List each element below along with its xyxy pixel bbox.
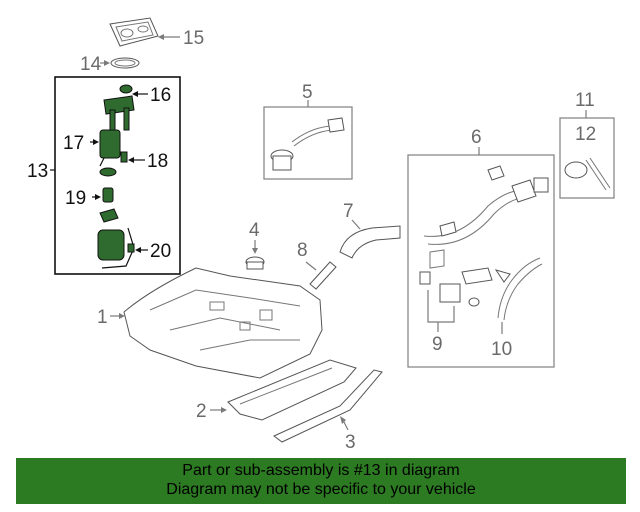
part-18-bolt[interactable]	[120, 151, 128, 163]
callout-18[interactable]: 18	[147, 151, 168, 172]
callout-5[interactable]: 5	[302, 82, 313, 103]
callout-19[interactable]: 19	[65, 188, 86, 209]
callout-16[interactable]: 16	[150, 85, 171, 106]
box-11[interactable]	[559, 117, 615, 199]
callout-15[interactable]: 15	[183, 28, 204, 49]
banner-line-1: Part or sub-assembly is #13 in diagram	[182, 462, 460, 479]
callout-4[interactable]: 4	[249, 220, 260, 241]
callout-12[interactable]: 12	[575, 124, 596, 145]
callout-8[interactable]: 8	[297, 240, 308, 261]
part-20-sender[interactable]	[127, 243, 135, 253]
part-17-filter[interactable]	[99, 129, 121, 167]
part-12-fuel-cap[interactable]	[564, 157, 611, 191]
part-5-vent-valve[interactable]	[270, 117, 345, 171]
info-banner: Part or sub-assembly is #13 in diagram D…	[16, 458, 626, 504]
part-o-ring-small[interactable]	[99, 167, 117, 177]
part-1-fuel-tank[interactable]	[123, 267, 323, 379]
callout-7[interactable]: 7	[343, 201, 354, 222]
callout-17[interactable]: 17	[63, 133, 84, 154]
part-16-cap[interactable]	[119, 84, 133, 94]
callout-3[interactable]: 3	[345, 432, 356, 453]
callout-14[interactable]: 14	[80, 54, 102, 75]
part-19-regulator[interactable]	[102, 187, 114, 203]
parts-diagram: 15 14 13 16 17 18 19	[27, 17, 615, 453]
part-3-tank-band[interactable]	[273, 369, 383, 443]
callout-1[interactable]: 1	[97, 307, 108, 328]
part-15-gasket-plate[interactable]	[109, 17, 159, 47]
callout-6[interactable]: 6	[471, 127, 482, 148]
callout-10[interactable]: 10	[491, 339, 512, 360]
part-6-filler-neck[interactable]	[423, 165, 549, 321]
part-8-breather-hose[interactable]	[309, 261, 337, 290]
part-9-clamp-group[interactable]	[419, 271, 480, 307]
banner-line-2: Diagram may not be specific to your vehi…	[166, 481, 476, 498]
callout-11[interactable]: 11	[575, 90, 595, 111]
part-7-filler-hose[interactable]	[339, 225, 401, 259]
part-14-o-ring[interactable]	[110, 57, 140, 69]
fuel-pump-flange[interactable]	[103, 95, 135, 133]
callout-9[interactable]: 9	[432, 334, 443, 355]
part-pump-motor[interactable]	[97, 227, 135, 269]
part-4-grommet[interactable]	[245, 256, 265, 270]
callout-20[interactable]: 20	[150, 241, 171, 262]
callout-13[interactable]: 13	[27, 161, 48, 182]
part-2-heat-shield[interactable]	[227, 359, 357, 421]
callout-2[interactable]: 2	[196, 401, 207, 422]
part-pump-seal[interactable]	[99, 208, 119, 223]
